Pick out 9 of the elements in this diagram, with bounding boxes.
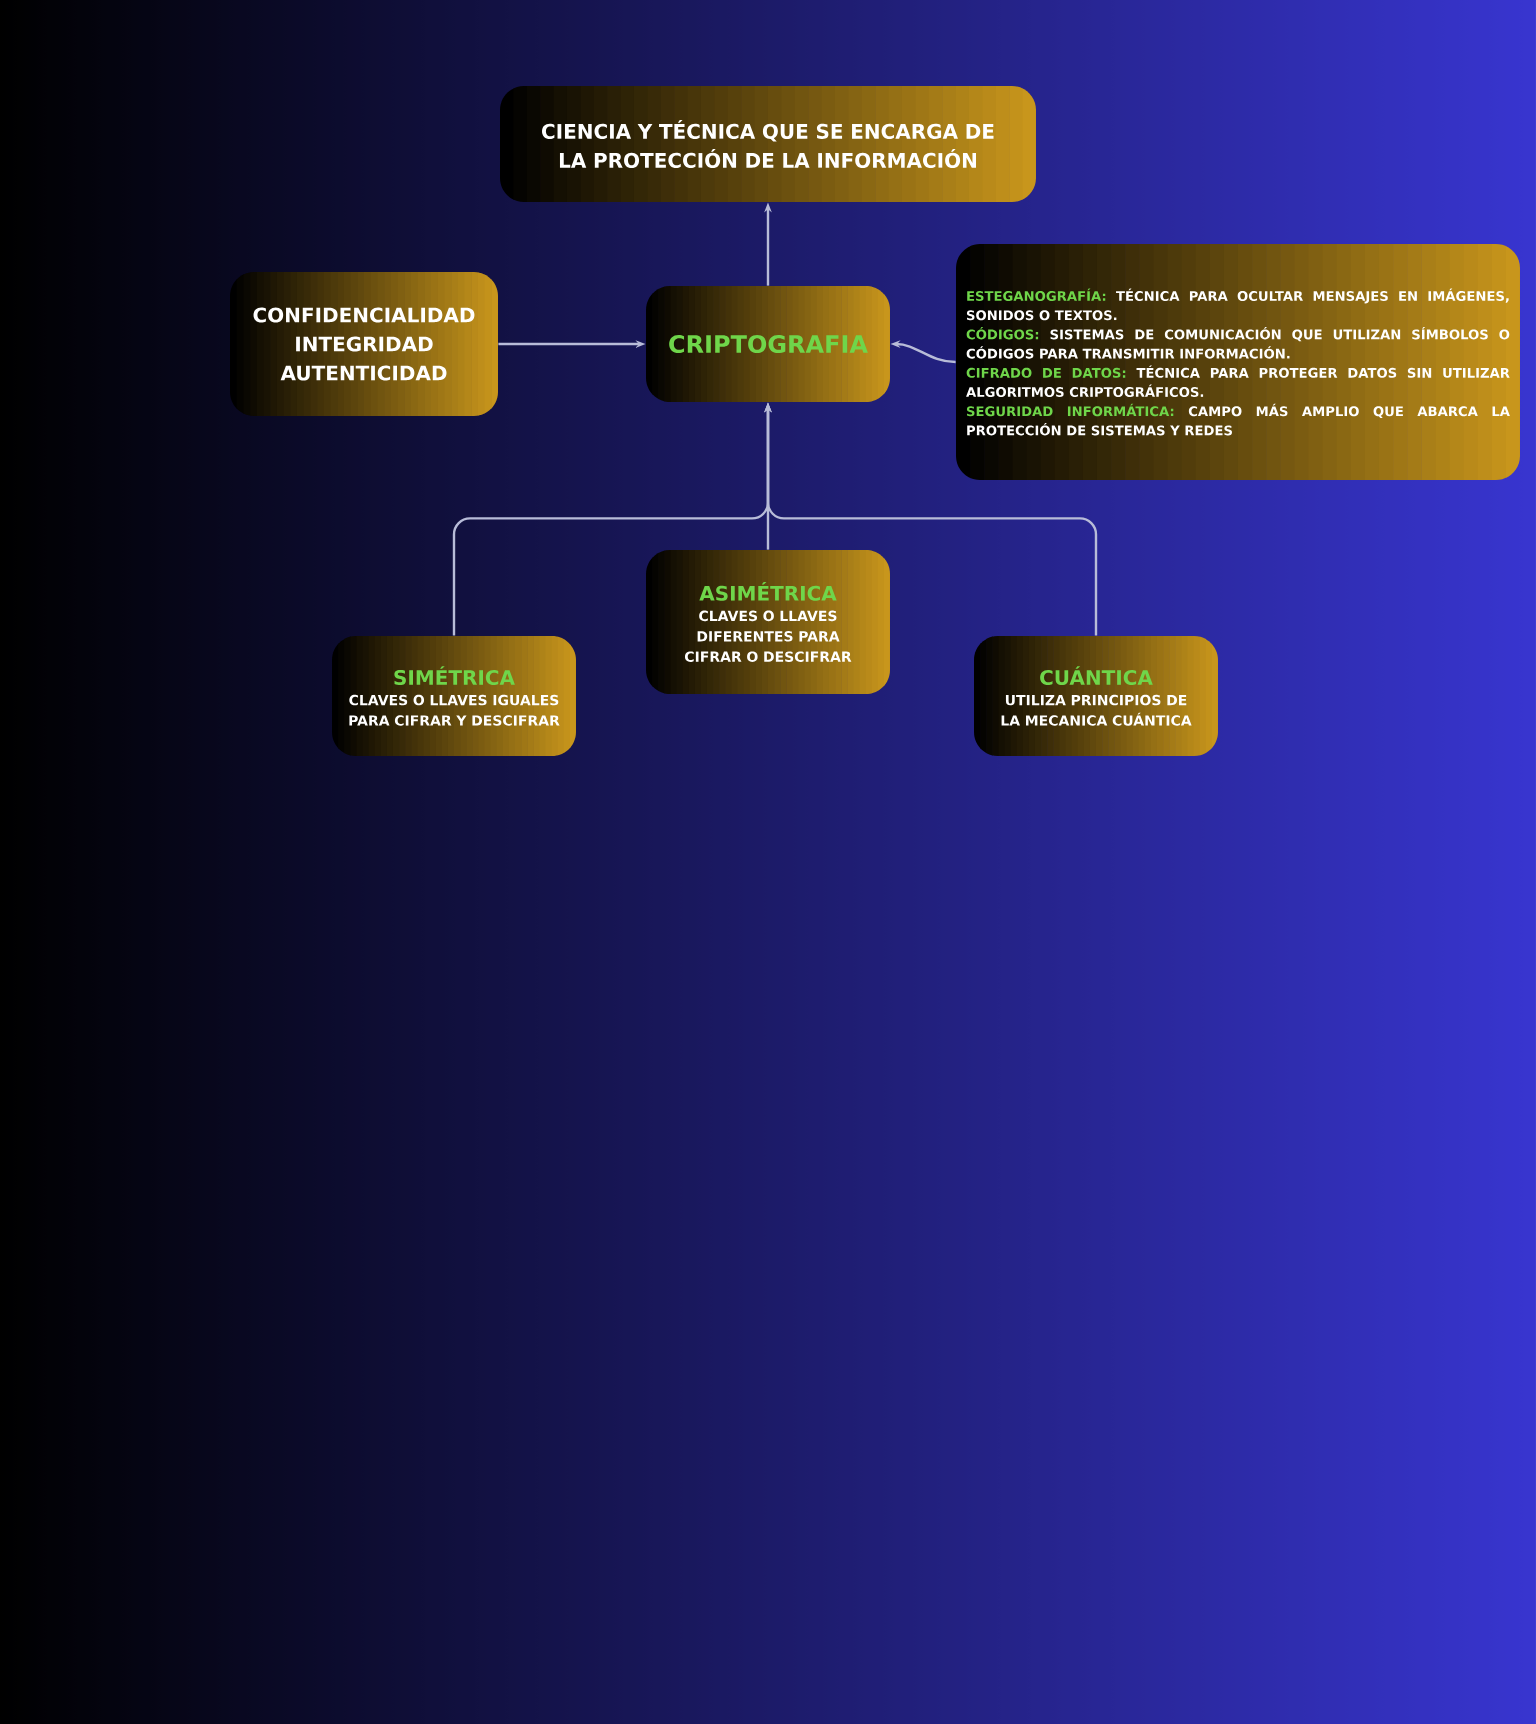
node-label: ASIMÉTRICA [699, 582, 837, 601]
node-label: AUTENTICIDAD [280, 365, 447, 381]
node-label: INTEGRIDAD [296, 336, 433, 352]
node-label: SIMÉTRICA [394, 666, 515, 686]
concept-box: CONFIDENCIALIDAD INTEGRIDAD AUTENTICIDAD [230, 272, 498, 416]
node-label: CIENCIA Y TÉCNICA QUE SE ENCARGA DE LA PROTECCIÓN DE LA INFORMACIÓN [542, 120, 994, 168]
node-label: CUÁNTICA [1040, 666, 1153, 686]
concept-box: CIENCIA Y TÉCNICA QUE SE ENCARGA DE LA PROTECCIÓN DE LA INFORMACIÓN [500, 86, 1036, 202]
node-label: CONFIDENCIALIDAD [253, 307, 475, 323]
